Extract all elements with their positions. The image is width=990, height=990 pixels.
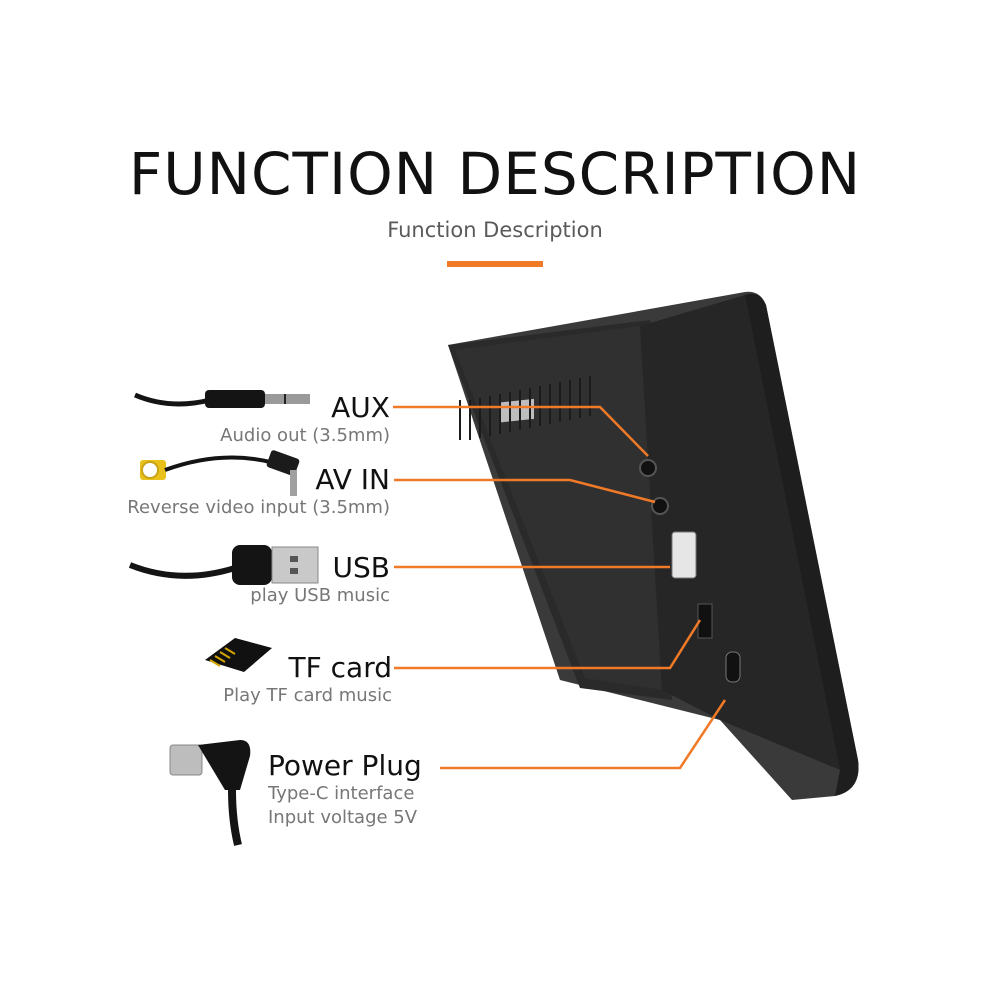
power-plug-desc2: Input voltage 5V — [268, 807, 418, 828]
usb-cable-icon — [128, 545, 319, 585]
3.5mm-audio-cable-icon — [134, 390, 310, 408]
usb-desc: play USB music — [250, 585, 390, 606]
leader-lines — [393, 405, 727, 770]
aux-name: AUX — [331, 391, 390, 424]
page-subtitle: Function Description — [387, 218, 603, 242]
av-in-desc: Reverse video input (3.5mm) — [127, 497, 390, 518]
port-label-aux: AUX Audio out (3.5mm) — [220, 392, 390, 448]
page-title: FUNCTION DESCRIPTION — [128, 140, 862, 208]
accent-underline — [447, 261, 543, 267]
type-c-cable-icon — [169, 740, 251, 846]
usb-name: USB — [332, 551, 390, 584]
port-label-av-in: AV IN Reverse video input (3.5mm) — [127, 464, 390, 520]
rca-to-3.5mm-cable-icon — [140, 450, 300, 496]
aux-desc: Audio out (3.5mm) — [220, 425, 390, 446]
tf-card-icon — [205, 638, 272, 672]
power-plug-desc: Type-C interface — [268, 783, 415, 804]
device-back — [448, 291, 859, 800]
av-in-name: AV IN — [315, 463, 390, 496]
port-label-usb: USB play USB music — [250, 552, 390, 608]
tf-card-desc: Play TF card music — [223, 685, 392, 706]
port-label-power-plug: Power Plug Type-C interface Input voltag… — [268, 750, 422, 830]
port-label-tf-card: TF card Play TF card music — [223, 652, 392, 708]
power-plug-name: Power Plug — [268, 749, 422, 782]
tf-card-name: TF card — [288, 651, 392, 684]
